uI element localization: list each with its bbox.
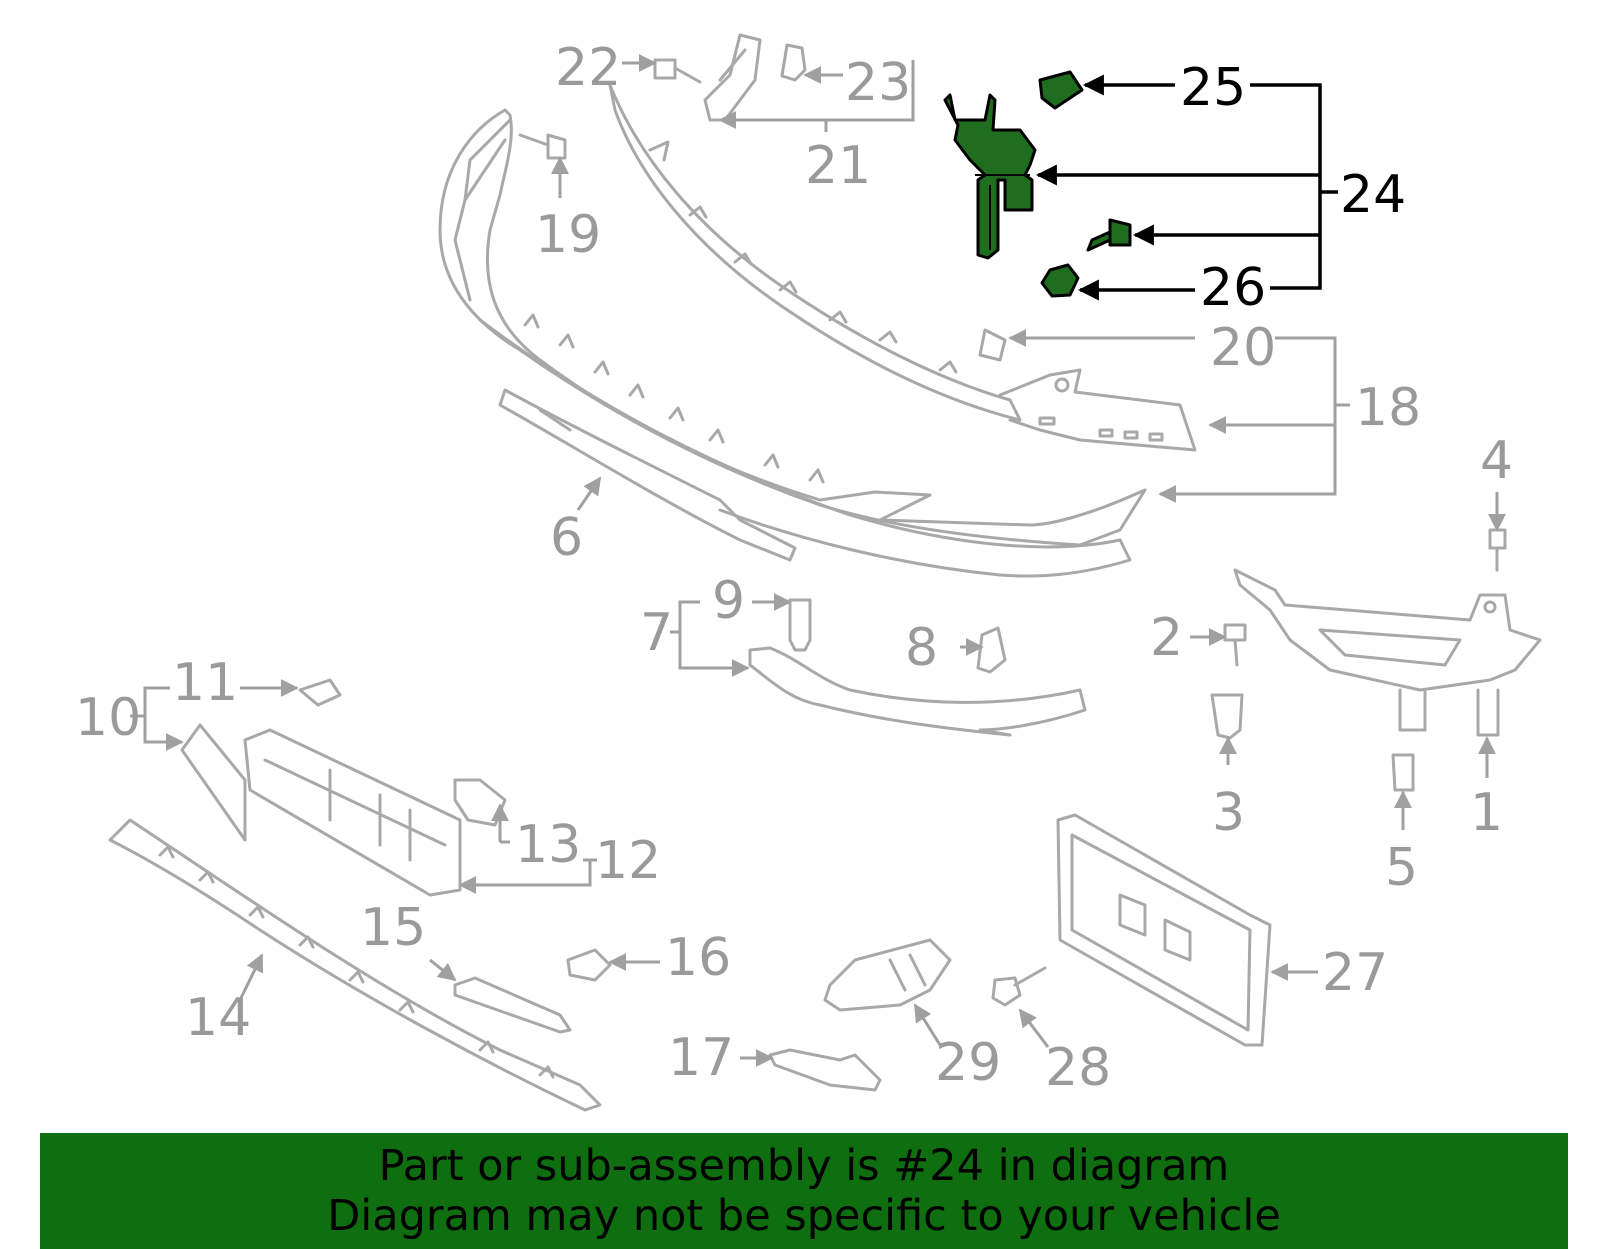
clip-8 <box>976 626 1007 674</box>
bracket-13 <box>453 778 507 827</box>
callout-9: 9 <box>712 571 745 631</box>
strip-14 <box>108 818 602 1112</box>
cap-5 <box>1391 753 1415 792</box>
callout-20: 20 <box>1210 318 1276 378</box>
callout-24: 24 <box>1340 165 1406 225</box>
callout-16: 16 <box>665 928 731 988</box>
callout-14: 14 <box>185 988 251 1048</box>
callout-5: 5 <box>1385 838 1418 898</box>
clip-23 <box>780 43 807 82</box>
callout-29: 29 <box>935 1033 1001 1093</box>
callout-10: 10 <box>75 688 141 748</box>
bolt-28 <box>991 966 1047 1007</box>
info-banner: Part or sub-assembly is #24 in diagram D… <box>40 1133 1568 1249</box>
screw-19 <box>518 133 567 160</box>
lower-strip <box>498 388 797 562</box>
callout-13: 13 <box>515 815 581 875</box>
callout-15: 15 <box>360 898 426 958</box>
callout-22: 22 <box>555 38 621 98</box>
parts-diagram: 22 23 21 19 20 18 6 4 2 3 1 5 9 7 8 11 1… <box>75 33 1542 1112</box>
leader-lines <box>130 54 1506 1067</box>
bolt-24 <box>1086 218 1132 252</box>
callout-11: 11 <box>172 653 238 713</box>
bracket-17 <box>768 1048 882 1092</box>
callout-19: 19 <box>535 205 601 265</box>
callout-18: 18 <box>1355 378 1421 438</box>
clip-11 <box>298 678 342 707</box>
bezel-1 <box>1233 568 1542 737</box>
callout-2: 2 <box>1150 608 1183 668</box>
clip-25 <box>1038 70 1084 110</box>
callout-25: 25 <box>1180 58 1246 118</box>
upper-rail <box>608 83 1197 452</box>
leader-lines-highlighted <box>1035 74 1338 301</box>
clip-3 <box>1210 693 1244 740</box>
callout-21: 21 <box>805 136 871 196</box>
callout-8: 8 <box>905 618 938 678</box>
callout-1: 1 <box>1470 783 1503 843</box>
callout-6: 6 <box>550 508 583 568</box>
callout-7: 7 <box>640 603 673 663</box>
screw-4 <box>1488 528 1507 572</box>
callout-3: 3 <box>1212 783 1245 843</box>
callout-labels: 22 23 21 19 20 18 6 4 2 3 1 5 9 7 8 11 1… <box>75 38 1513 1098</box>
clip-9 <box>788 598 812 652</box>
callout-4: 4 <box>1480 431 1513 491</box>
callout-27: 27 <box>1322 943 1388 1003</box>
nut-26 <box>1040 263 1080 298</box>
license-bracket-27 <box>1056 813 1272 1047</box>
callout-26: 26 <box>1200 258 1266 318</box>
bumper-cover <box>438 108 1147 578</box>
screw-2 <box>1223 623 1247 667</box>
molding-7 <box>748 646 1087 737</box>
banner-line-1: Part or sub-assembly is #24 in diagram <box>378 1141 1230 1191</box>
clip-16 <box>566 948 612 982</box>
cover-10 <box>180 723 247 842</box>
callout-17: 17 <box>668 1028 734 1088</box>
callout-28: 28 <box>1045 1038 1111 1098</box>
highlighted-bracket-24 <box>943 93 1037 260</box>
bolt-22 <box>653 58 702 84</box>
sensor-29 <box>823 938 952 1012</box>
grille-12 <box>243 728 462 897</box>
callout-23: 23 <box>845 53 911 113</box>
clip-20 <box>978 328 1007 362</box>
callout-12: 12 <box>595 831 661 891</box>
strip-15 <box>453 976 572 1034</box>
banner-line-2: Diagram may not be specific to your vehi… <box>327 1191 1281 1241</box>
bracket-21 <box>703 33 762 122</box>
